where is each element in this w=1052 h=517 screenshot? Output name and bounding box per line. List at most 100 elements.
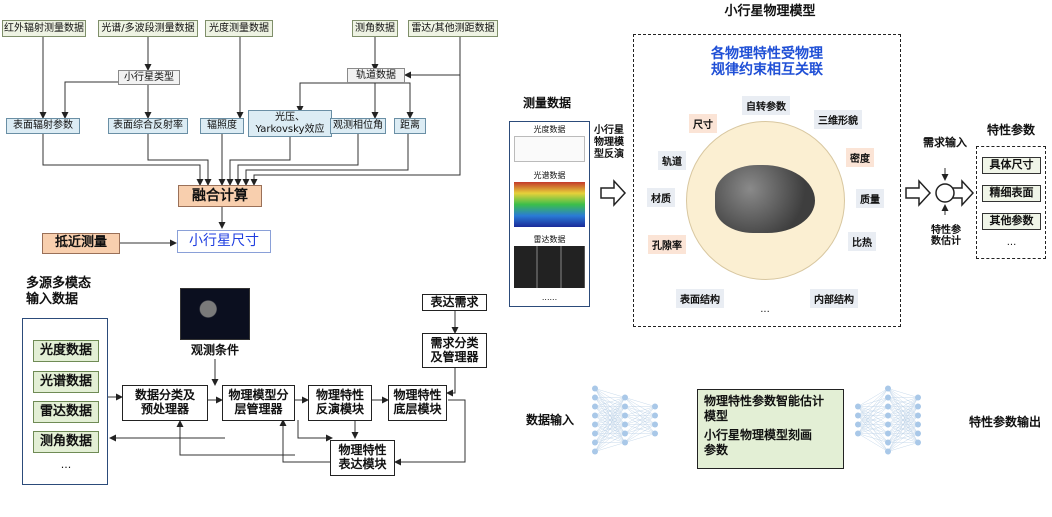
demand-manager-box: 需求分类 及管理器	[422, 333, 487, 368]
nn-node	[622, 403, 628, 410]
nn-model-line-2: 小行星物理模型刻画 参数	[704, 428, 813, 457]
radar-image	[514, 246, 585, 288]
nn-node	[592, 439, 598, 446]
prop-shape: 三维形貌	[814, 110, 862, 129]
out-size: 具体尺寸	[982, 157, 1041, 174]
source-infrared: 红外辐射测量数据	[2, 20, 86, 37]
nn-node	[622, 439, 628, 446]
nn-node	[915, 421, 921, 428]
nn-node	[915, 430, 921, 437]
param-reflectance: 表面综合反射率	[108, 118, 188, 134]
base-module-box: 物理特性 底层模块	[388, 385, 447, 421]
nn-node	[652, 403, 658, 410]
nn-node	[915, 403, 921, 410]
nn-node	[622, 412, 628, 419]
out-title: 特性参数	[986, 123, 1035, 138]
nn-node	[915, 439, 921, 446]
nn-node	[592, 430, 598, 437]
prop-mass: 质量	[856, 189, 884, 208]
asteroid-size-box: 小行星尺寸	[177, 230, 271, 253]
input-more: ...	[60, 457, 72, 471]
prop-more: ...	[760, 304, 770, 316]
prop-porosity: 孔隙率	[648, 235, 686, 254]
measure-more: ......	[541, 293, 558, 303]
prop-surface: 表面结构	[676, 289, 724, 308]
nn-node	[915, 412, 921, 419]
prop-size: 尺寸	[689, 114, 717, 133]
prop-interior: 内部结构	[810, 289, 858, 308]
center-title: 各物理特性受物理 规律约束相互关联	[711, 45, 823, 78]
source-photometry: 光度测量数据	[205, 20, 273, 37]
nn-node	[885, 385, 891, 392]
preprocess-box: 数据分类及 预处理器	[122, 385, 208, 421]
express-module-box: 物理特性 表达模块	[330, 440, 395, 476]
input-radar: 雷达数据	[33, 401, 99, 423]
param-distance: 距离	[394, 118, 426, 134]
nn-node	[915, 394, 921, 401]
model-manager-box: 物理模型分 层管理器	[222, 385, 295, 421]
nn-node	[885, 439, 891, 446]
nn-node	[855, 421, 861, 428]
nn-node	[885, 412, 891, 419]
source-radar: 雷达/其他测距数据	[408, 20, 498, 37]
input-photometry: 光度数据	[33, 340, 99, 362]
input-angle: 测角数据	[33, 431, 99, 453]
param-surface-radiation: 表面辐射参数	[6, 118, 80, 134]
prop-material: 材质	[647, 188, 675, 207]
nn-node	[592, 385, 598, 392]
nn-node	[592, 403, 598, 410]
spectral-image	[514, 182, 585, 227]
out-dashed-frame	[976, 146, 1046, 259]
nn-node	[885, 403, 891, 410]
prop-rotation: 自转参数	[742, 96, 790, 115]
nn-node	[592, 412, 598, 419]
nn-node	[592, 394, 598, 401]
nn-node	[885, 448, 891, 455]
source-spectral: 光谱/多波段测量数据	[98, 20, 198, 37]
param-irradiance: 辐照度	[200, 118, 244, 134]
prop-orbit: 轨道	[658, 151, 686, 170]
measure-photometry-label: 光度数据	[533, 124, 566, 134]
input-spectral: 光谱数据	[33, 371, 99, 393]
nn-node	[592, 448, 598, 455]
nn-model-box: 物理特性参数智能估计 模型 小行星物理模型刻画 参数	[697, 389, 844, 469]
data-out-label: 特性参数输出	[968, 415, 1041, 430]
nn-node	[855, 430, 861, 437]
out-more: ...	[1006, 237, 1017, 249]
inversion-module-box: 物理特性 反演模块	[308, 385, 372, 421]
fusion-compute-box: 融合计算	[178, 185, 262, 207]
nn-node	[652, 430, 658, 437]
param-phase-angle: 观测相位角	[330, 118, 386, 134]
asteroid-observe-image	[180, 288, 250, 340]
nn-node	[885, 394, 891, 401]
measure-radar-label: 雷达数据	[533, 234, 566, 244]
prop-heat: 比热	[848, 232, 876, 251]
model-title: 小行星物理模型	[724, 3, 816, 19]
measure-title: 测量数据	[522, 95, 571, 110]
nn-node	[855, 403, 861, 410]
demand-input-label: 需求输入	[923, 135, 967, 149]
nn-node	[622, 430, 628, 437]
nn-node	[855, 412, 861, 419]
out-surface: 精细表面	[982, 185, 1041, 202]
source-angle: 测角数据	[352, 20, 398, 37]
nn-model-line-1: 物理特性参数智能估计 模型	[704, 394, 825, 423]
model-dashed-frame	[633, 34, 901, 327]
nn-node	[622, 421, 628, 428]
nn-node	[652, 412, 658, 419]
asteroid-shape	[715, 165, 815, 233]
observe-condition-label: 观测条件	[190, 342, 239, 357]
inversion-label: 小行星 物理模 型反演	[594, 125, 624, 160]
demand-box: 表达需求	[422, 294, 487, 311]
nn-node	[592, 421, 598, 428]
prop-density: 密度	[846, 148, 874, 167]
multimodal-title: 多源多模态 输入数据	[26, 276, 92, 308]
photometry-curve-image	[514, 136, 585, 162]
input-data-panel	[22, 318, 108, 485]
estimate-label: 特性参 数估计	[931, 224, 961, 248]
nn-node	[652, 421, 658, 428]
nn-node	[885, 421, 891, 428]
nn-node	[885, 430, 891, 437]
orbit-data-box: 轨道数据	[347, 68, 405, 83]
